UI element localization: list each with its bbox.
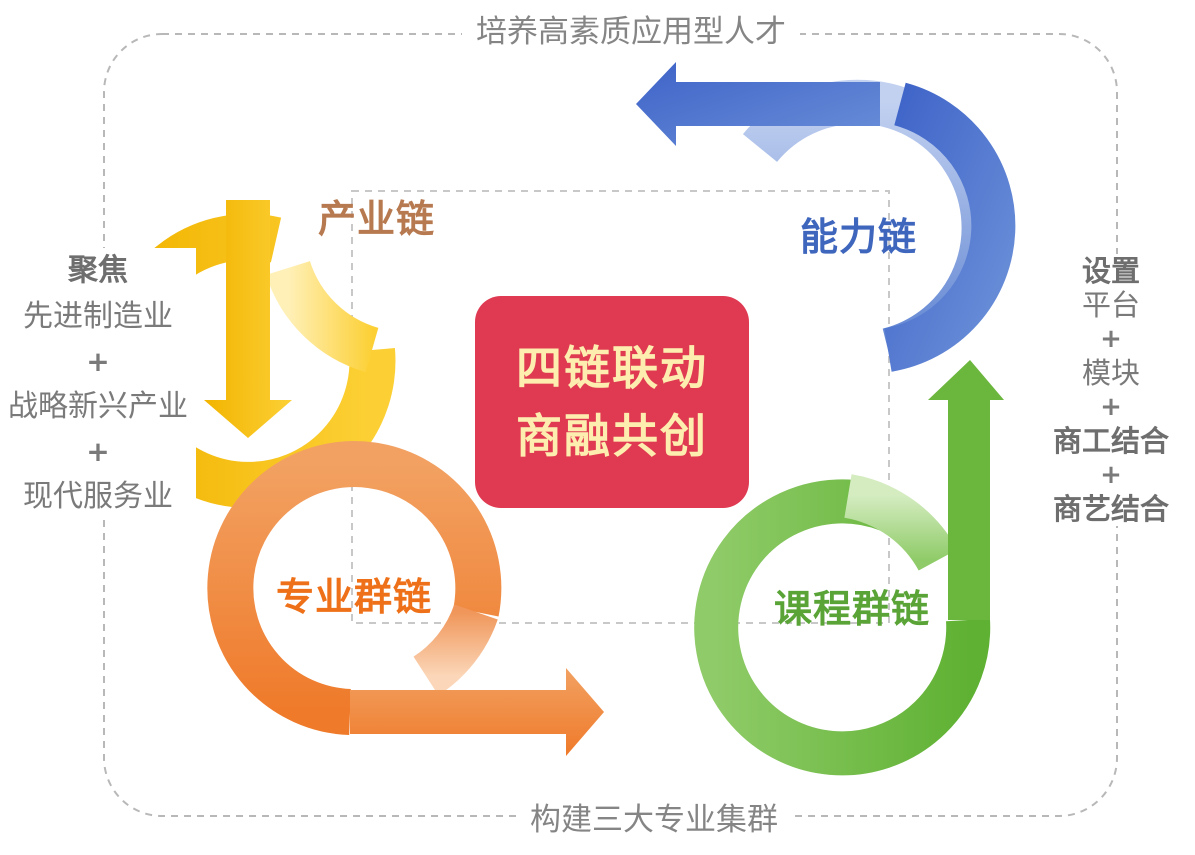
left-panel-item: 先进制造业 xyxy=(23,299,173,334)
left-panel-heading: 聚焦 xyxy=(68,253,128,288)
center-box: 四链联动 商融共创 xyxy=(475,296,749,508)
right-panel-heading: 设置 xyxy=(1081,254,1140,288)
right-panel-item: 模块 xyxy=(1081,356,1140,390)
left-panel-item: 战略新兴产业 xyxy=(8,389,188,424)
industry-chain-label: 产业链 xyxy=(318,197,436,241)
ability-chain-label: 能力链 xyxy=(800,215,918,259)
top-caption: 培养高素质应用型人才 xyxy=(462,6,800,51)
right-panel-item: 商工结合 xyxy=(1052,424,1169,458)
plus-sign: + xyxy=(86,345,110,378)
left-panel: 聚焦 先进制造业 + 战略新兴产业 + 现代服务业 xyxy=(0,248,196,520)
center-title-line1: 四链联动 xyxy=(516,341,708,395)
plus-sign: + xyxy=(86,435,110,468)
ability-chain-arrow xyxy=(636,62,1016,372)
course-chain-arrow xyxy=(694,360,1004,776)
bottom-caption: 构建三大专业集群 xyxy=(516,794,792,839)
plus-sign: + xyxy=(1100,460,1122,490)
plus-sign: + xyxy=(1100,392,1122,422)
right-panel-item: 商艺结合 xyxy=(1052,492,1169,526)
center-title-line2: 商融共创 xyxy=(516,409,708,463)
course-chain-label: 课程群链 xyxy=(774,587,931,631)
plus-sign: + xyxy=(1100,324,1122,354)
left-panel-item: 现代服务业 xyxy=(23,479,173,514)
right-panel-item: 平台 xyxy=(1081,288,1140,322)
major-chain-arrow xyxy=(207,441,604,756)
right-panel: 设置 平台 + 模块 + 商工结合 + 商艺结合 xyxy=(1046,254,1176,526)
major-chain-label: 专业群链 xyxy=(276,575,433,619)
